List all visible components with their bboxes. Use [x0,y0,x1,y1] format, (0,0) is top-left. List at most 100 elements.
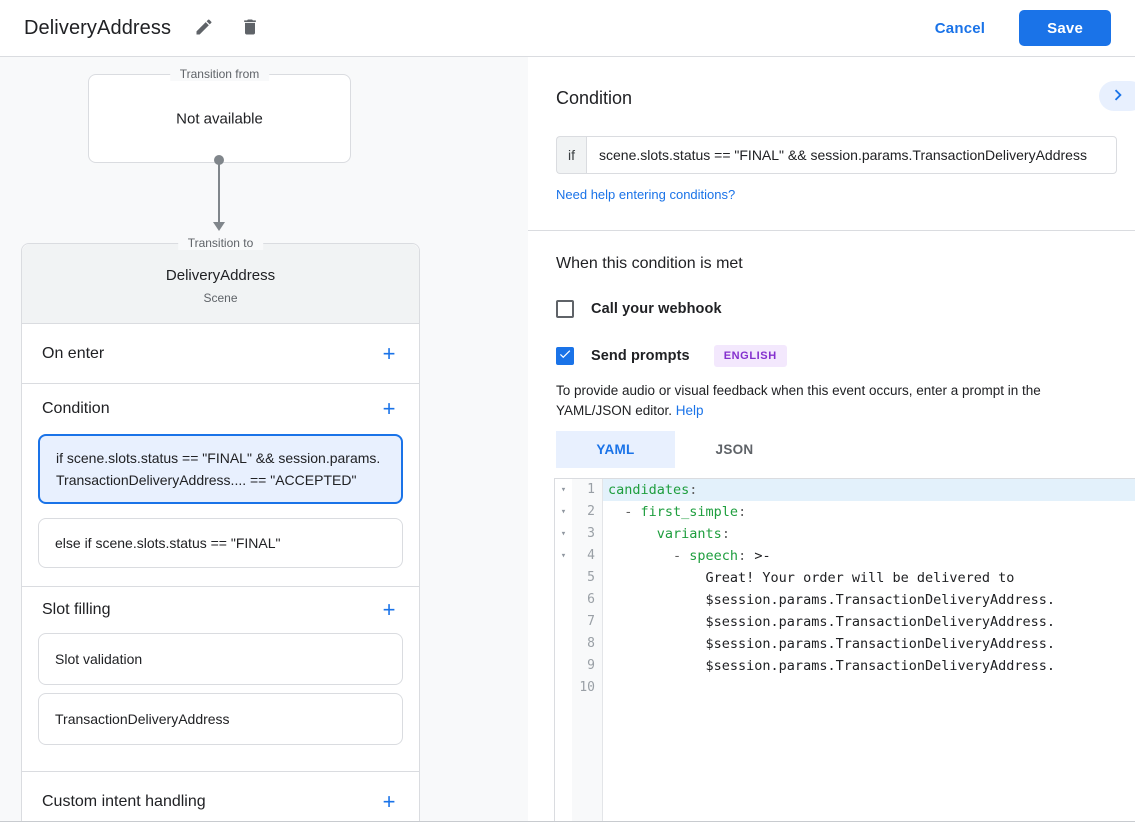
code-line[interactable]: ▾2 - first_simple: [555,501,1135,523]
code-text: variants: [656,526,730,542]
code-area [603,699,1135,822]
transition-from-value: Not available [176,110,263,127]
code-text: $session.params.TransactionDeliveryAddre… [608,658,1056,674]
code-text: $session.params.TransactionDeliveryAddre… [608,614,1056,630]
condition-input[interactable] [586,136,1117,174]
connector-arrowhead-icon [213,222,225,231]
line-number: 10 [572,677,603,699]
add-custom-intent-button[interactable]: + [375,788,403,816]
line-number: 2 [572,501,603,523]
connector-dot [214,155,224,165]
code-text: candidates: [603,479,1135,501]
condition-heading: Condition [556,88,633,108]
on-enter-section: On enter + [22,324,419,384]
code-text [603,677,1135,699]
code-line[interactable]: 10 [555,677,1135,699]
slot-card[interactable]: TransactionDeliveryAddress [38,693,403,745]
bottom-scroll-track[interactable] [0,821,1135,827]
page-title: DeliveryAddress [24,16,172,39]
delete-scene-button[interactable] [237,15,263,41]
code-line[interactable]: 8 $session.params.TransactionDeliveryAdd… [555,633,1135,655]
language-badge: ENGLISH [713,345,787,367]
condition-card[interactable]: else if scene.slots.status == "FINAL" [38,518,403,568]
checkmark-icon [558,347,572,366]
help-link[interactable]: Help [675,403,704,418]
section-divider [528,230,1135,231]
code-text: - first_simple: [608,504,747,520]
scene-card-subtitle: Scene [203,291,238,305]
code-line[interactable]: 9 $session.params.TransactionDeliveryAdd… [555,655,1135,677]
condition-detail-panel: Condition if Need help entering conditio… [528,57,1135,827]
fold-arrow-icon[interactable]: ▾ [555,479,572,501]
webhook-label: Call your webhook [591,301,722,317]
edit-title-button[interactable] [191,15,217,41]
send-prompts-label: Send prompts [591,348,690,364]
transition-from-box: Transition from Not available [88,67,351,163]
scene-card-header[interactable]: DeliveryAddress Scene [22,244,419,324]
custom-intent-label: Custom intent handling [42,793,206,810]
code-text: $session.params.TransactionDeliveryAddre… [608,636,1056,652]
format-tabs: YAML JSON [556,431,1117,468]
connector-line [218,163,220,223]
slot-validation-card[interactable]: Slot validation [38,633,403,685]
scene-card-title: DeliveryAddress [165,267,276,284]
top-bar: DeliveryAddress Cancel Save [0,0,1135,57]
fold-gutter [555,699,572,822]
code-line[interactable]: 5 Great! Your order will be delivered to [555,567,1135,589]
condition-card-selected[interactable]: if scene.slots.status == "FINAL" && sess… [38,434,403,504]
code-line[interactable]: 7 $session.params.TransactionDeliveryAdd… [555,611,1135,633]
fold-gutter [555,611,572,633]
scene-card: Transition to DeliveryAddress Scene On e… [21,236,420,827]
collapse-panel-button[interactable] [1099,81,1135,111]
editor-empty-area[interactable] [555,699,1135,822]
add-condition-button[interactable]: + [375,395,403,423]
code-line[interactable]: 6 $session.params.TransactionDeliveryAdd… [555,589,1135,611]
code-text: - speech: >- [608,548,771,564]
send-prompts-checkbox[interactable] [556,347,574,365]
code-line[interactable]: ▾4 - speech: >- [555,545,1135,567]
add-on-enter-button[interactable]: + [375,340,403,368]
number-gutter [572,699,603,822]
code-text: $session.params.TransactionDeliveryAddre… [608,592,1056,608]
custom-intent-section: Custom intent handling + [22,772,419,827]
editor-note: To provide audio or visual feedback when… [556,381,1116,421]
on-enter-label: On enter [42,344,105,362]
pencil-icon [194,17,214,40]
editor-note-text: To provide audio or visual feedback when… [556,383,1041,418]
line-number: 8 [572,633,603,655]
tab-yaml[interactable]: YAML [556,431,675,468]
line-number: 6 [572,589,603,611]
cancel-button[interactable]: Cancel [919,12,1001,45]
line-number: 1 [572,479,603,501]
scene-graph-panel: Transition from Not available Transition… [0,57,528,827]
transition-from-legend: Transition from [169,67,270,81]
line-number: 7 [572,611,603,633]
fold-arrow-icon[interactable]: ▾ [555,523,572,545]
condition-section: Condition + if scene.slots.status == "FI… [22,384,419,587]
line-number: 3 [572,523,603,545]
fold-gutter [555,633,572,655]
chevron-right-icon [1107,84,1129,109]
fold-gutter [555,655,572,677]
code-text: Great! Your order will be delivered to [608,570,1015,586]
if-prefix-label: if [556,136,586,174]
webhook-checkbox[interactable] [556,300,574,318]
transition-to-legend: Transition to [177,236,264,250]
tab-json[interactable]: JSON [715,442,754,457]
fold-arrow-icon[interactable]: ▾ [555,545,572,567]
slot-filling-section: Slot filling + Slot validation Transacti… [22,587,419,772]
code-line[interactable]: ▾3 variants: [555,523,1135,545]
condition-section-label: Condition [42,400,110,417]
condition-help-link[interactable]: Need help entering conditions? [556,187,736,202]
save-button[interactable]: Save [1019,10,1111,46]
fold-arrow-icon[interactable]: ▾ [555,501,572,523]
slot-filling-label: Slot filling [42,601,111,618]
when-condition-heading: When this condition is met [556,255,743,272]
fold-gutter [555,677,572,699]
add-slot-button[interactable]: + [375,596,403,624]
fold-gutter [555,567,572,589]
line-number: 9 [572,655,603,677]
fold-gutter [555,589,572,611]
